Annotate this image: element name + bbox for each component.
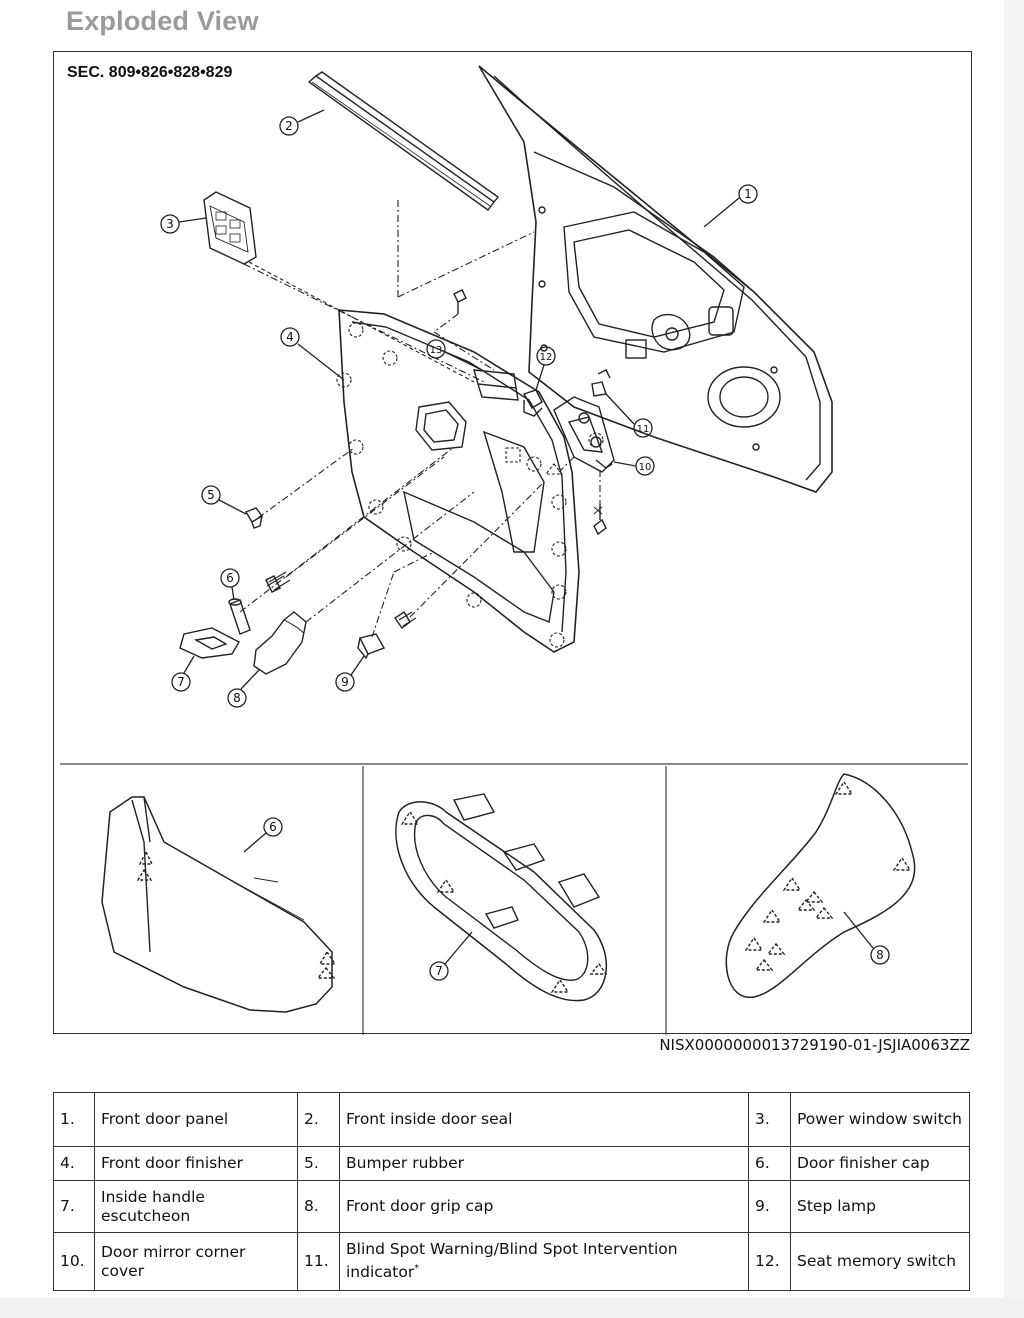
- exploded-view-drawing: 1 2 3 4 5 6 7 8 9 10 11 12 13 6: [60, 65, 968, 1035]
- door-finisher-cap-drawing: [228, 571, 291, 635]
- mirror-cover-screw: [593, 506, 603, 515]
- detail-callout-6: 6: [269, 820, 277, 834]
- part-name: Bumper rubber: [339, 1146, 749, 1181]
- part-name: Front door grip cap: [339, 1180, 749, 1233]
- exploded-view-figure: SEC. 809•826•828•829: [53, 51, 972, 1035]
- seat-memory-switch-drawing: [522, 389, 543, 417]
- part-number: 10.: [53, 1232, 95, 1291]
- clip-marks: [336, 322, 604, 648]
- callout-num: 13: [430, 345, 443, 356]
- callout-num: 7: [177, 675, 185, 689]
- callout-13: [426, 339, 483, 371]
- part-name: Front door finisher: [94, 1146, 298, 1181]
- callout-4: [280, 327, 345, 381]
- part-number: 6.: [748, 1146, 791, 1181]
- front-door-grip-cap-drawing: [253, 611, 307, 675]
- inside-handle-escutcheon-drawing: [179, 627, 240, 659]
- table-row: 7. Inside handle escutcheon 8. Front doo…: [53, 1180, 970, 1233]
- callout-num: 3: [166, 217, 174, 231]
- bracket-13-drawing: [453, 289, 519, 401]
- callout-numbers: 1 2 3 4 5 6 7 8 9 10 11 12 13: [166, 119, 752, 705]
- figure-identifier: NISX0000000013729190-01-JSJIA0063ZZ: [659, 1036, 970, 1054]
- callout-11: [605, 393, 653, 438]
- page-footer-strip: [0, 1298, 1024, 1318]
- callout-3: [160, 214, 207, 234]
- part-name: Power window switch: [790, 1092, 970, 1147]
- page-title: Exploded View: [66, 6, 259, 36]
- callout-9: [335, 655, 365, 692]
- section-reference: SEC. 809•826•828•829: [67, 64, 233, 81]
- part-number: 11.: [297, 1232, 340, 1291]
- callout-num: 4: [286, 330, 294, 344]
- part-name: Step lamp: [790, 1180, 970, 1233]
- part-number: 5.: [297, 1146, 340, 1181]
- power-window-switch-drawing: [203, 191, 257, 265]
- front-door-finisher-drawing: [338, 309, 580, 653]
- callout-num: 11: [637, 424, 650, 435]
- front-door-panel-drawing: [478, 65, 833, 493]
- part-number: 1.: [53, 1092, 95, 1147]
- part-name: Front inside door seal: [339, 1092, 749, 1147]
- detail-inside-handle-escutcheon: 7: [395, 793, 608, 1002]
- part-number: 2.: [297, 1092, 340, 1147]
- callouts: [160, 109, 758, 708]
- detail-door-finisher-cap: 6: [101, 796, 337, 1013]
- callout-num: 12: [540, 352, 553, 363]
- part-name: Front door panel: [94, 1092, 298, 1147]
- callout-1: [703, 184, 758, 228]
- callout-num: 6: [226, 571, 234, 585]
- assembly-lines: [239, 197, 601, 638]
- callout-7: [171, 655, 195, 692]
- callout-num: 1: [744, 187, 752, 201]
- part-number: 7.: [53, 1180, 95, 1233]
- part-name: Door mirror corner cover: [94, 1232, 298, 1291]
- detail-callout-7: 7: [435, 964, 443, 978]
- part-number: 8.: [297, 1180, 340, 1233]
- detail-callout-8: 8: [876, 948, 884, 962]
- callout-5: [201, 485, 247, 515]
- part-number: 12.: [748, 1232, 791, 1291]
- table-row: 1. Front door panel 2. Front inside door…: [53, 1092, 970, 1147]
- footnote-mark: *: [414, 1263, 420, 1275]
- part-name: Inside handle escutcheon: [94, 1180, 298, 1233]
- callout-12: [535, 346, 556, 391]
- part-name: Door finisher cap: [790, 1146, 970, 1181]
- front-inside-door-seal-drawing: [307, 71, 500, 211]
- parts-legend-table: 1. Front door panel 2. Front inside door…: [53, 1092, 970, 1291]
- part-name: Seat memory switch: [790, 1232, 970, 1291]
- part-number: 4.: [53, 1146, 95, 1181]
- part-name-with-mark: Blind Spot Warning/Blind Spot Interventi…: [339, 1232, 749, 1291]
- callout-2: [279, 109, 325, 136]
- bumper-rubber-drawing: [244, 507, 264, 529]
- table-row: 4. Front door finisher 5. Bumper rubber …: [53, 1146, 970, 1181]
- callout-8: [227, 669, 260, 708]
- callout-10: [613, 456, 655, 476]
- table-row: 10. Door mirror corner cover 11. Blind S…: [53, 1232, 970, 1291]
- callout-num: 8: [233, 691, 241, 705]
- callout-6: [220, 568, 240, 601]
- detail-front-door-grip-cap: 8: [725, 773, 916, 998]
- callout-num: 10: [639, 462, 652, 473]
- part-number: 9.: [748, 1180, 791, 1233]
- callout-num: 5: [207, 488, 215, 502]
- part-number: 3.: [748, 1092, 791, 1147]
- part-name: Blind Spot Warning/Blind Spot Interventi…: [346, 1240, 678, 1282]
- step-lamp-drawing: [357, 611, 417, 660]
- callout-num: 9: [341, 675, 349, 689]
- callout-num: 2: [285, 119, 293, 133]
- page-edge: [1004, 0, 1024, 1318]
